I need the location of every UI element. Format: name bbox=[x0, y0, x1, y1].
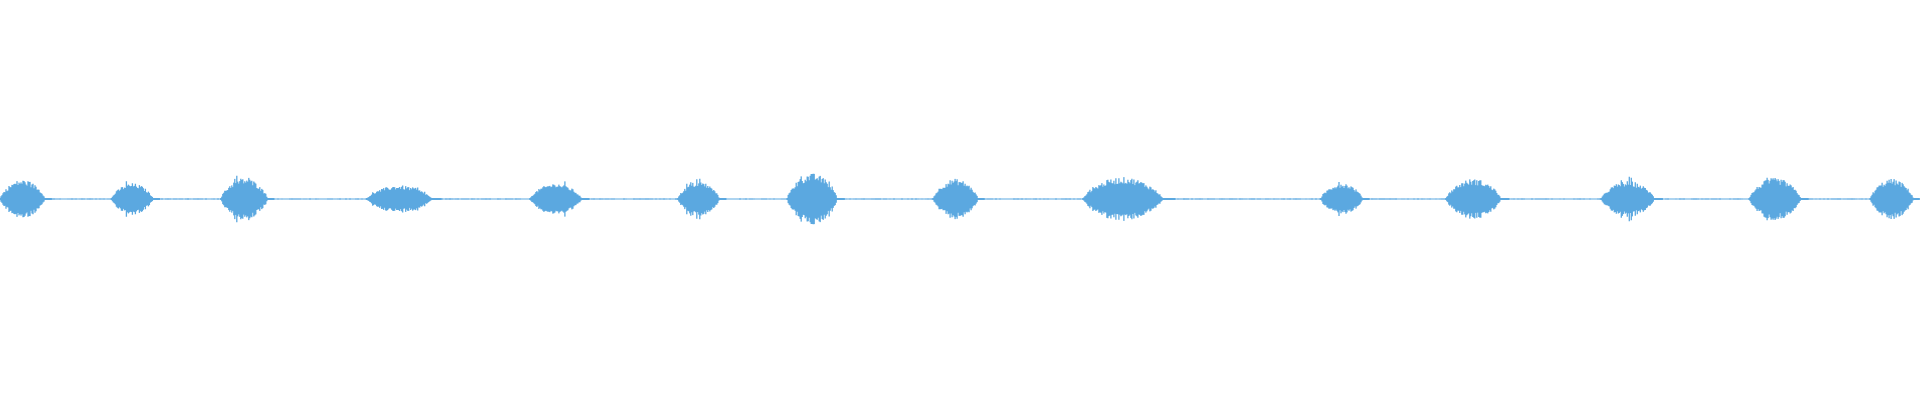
waveform-burst-7 bbox=[786, 173, 845, 225]
waveform-burst-2 bbox=[110, 181, 161, 217]
waveform-burst-10 bbox=[1320, 182, 1370, 216]
waveform-burst-14 bbox=[1869, 179, 1920, 219]
waveform-burst-11 bbox=[1445, 179, 1510, 219]
waveform-burst-12 bbox=[1600, 176, 1663, 222]
waveform-burst-9 bbox=[1082, 177, 1176, 221]
waveform-burst-4 bbox=[366, 185, 442, 213]
waveform-burst-8 bbox=[932, 178, 985, 220]
waveform-burst-6 bbox=[677, 178, 727, 220]
waveform-burst-1 bbox=[0, 180, 52, 218]
waveform-bursts bbox=[0, 173, 1920, 225]
waveform-burst-5 bbox=[529, 181, 590, 217]
waveform-burst-13 bbox=[1748, 177, 1809, 221]
waveform-burst-3 bbox=[220, 175, 275, 223]
